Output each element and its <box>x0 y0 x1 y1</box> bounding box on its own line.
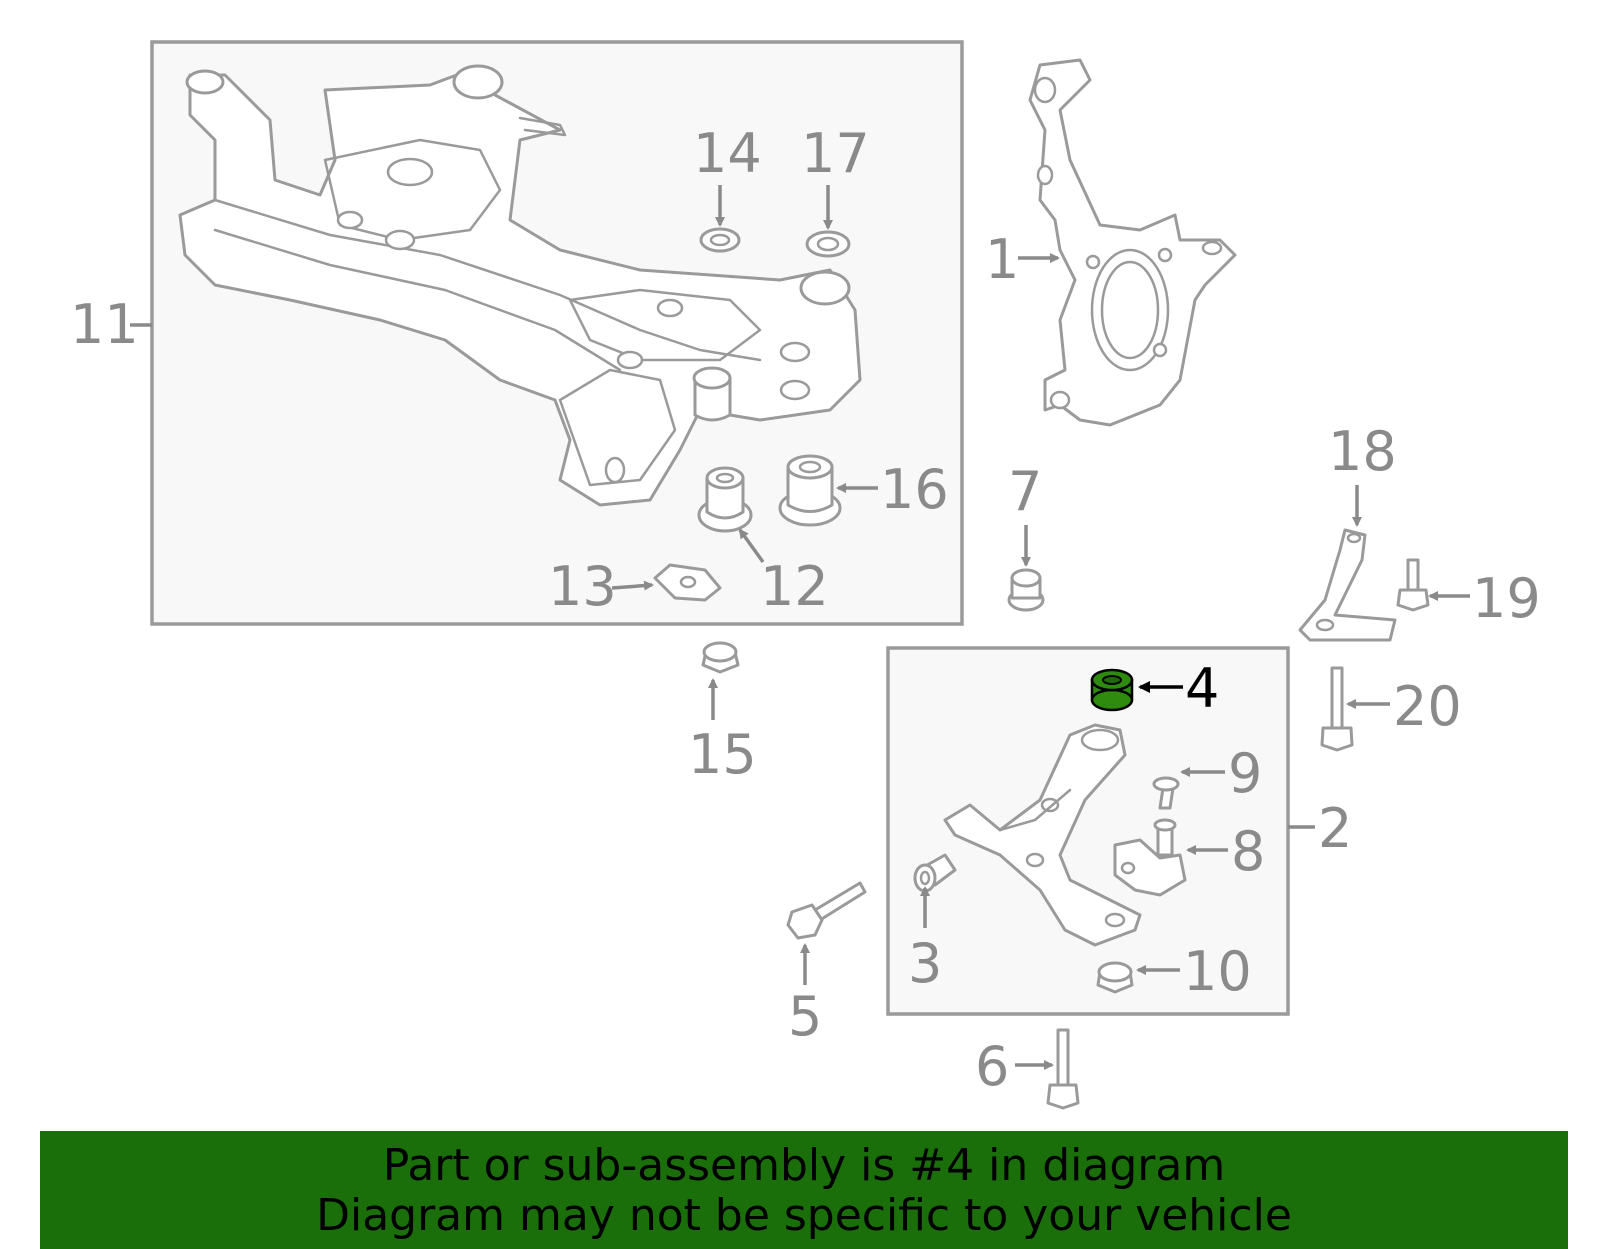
callout-12: 12 <box>760 555 829 618</box>
banner-line-part-number: Part or sub-assembly is #4 in diagram <box>382 1140 1226 1191</box>
banner-line-disclaimer: Diagram may not be specific to your vehi… <box>316 1190 1292 1241</box>
callout-4: 4 <box>1185 657 1219 720</box>
bolt-5-part <box>786 881 867 940</box>
callout-7: 7 <box>1008 460 1042 523</box>
info-banner: Part or sub-assembly is #4 in diagram Di… <box>40 1131 1568 1249</box>
callout-19: 19 <box>1472 567 1541 630</box>
callout-6: 6 <box>975 1035 1009 1098</box>
leader-12 <box>738 528 765 564</box>
callout-18: 18 <box>1328 420 1397 483</box>
bolt-19-part <box>1396 558 1430 612</box>
crossmember-subframe-part <box>178 64 862 507</box>
bushing-3-part <box>913 853 957 893</box>
steering-knuckle-1-part <box>1028 58 1237 427</box>
callout-1: 1 <box>985 228 1019 291</box>
washer-17-part <box>805 230 851 258</box>
nut-15-part <box>701 641 740 674</box>
bracket-18-part <box>1298 528 1397 642</box>
callout-13: 13 <box>548 555 617 618</box>
callout-5: 5 <box>788 985 822 1048</box>
callout-10: 10 <box>1183 940 1252 1003</box>
bushing-16-part <box>778 454 842 527</box>
pin-9-part <box>1152 776 1180 810</box>
callout-17: 17 <box>801 122 870 185</box>
callout-2: 2 <box>1318 797 1352 860</box>
callout-20: 20 <box>1393 675 1462 738</box>
bushing-4-part-highlighted <box>1090 668 1134 712</box>
callout-15: 15 <box>688 723 757 786</box>
bushing-12-part <box>697 466 753 533</box>
callout-3: 3 <box>908 932 942 995</box>
leader-13 <box>611 580 654 591</box>
callout-16: 16 <box>880 458 949 521</box>
nut-10-part <box>1096 961 1134 994</box>
plate-13-part <box>653 563 722 602</box>
callout-11: 11 <box>70 293 139 356</box>
bolt-20-part <box>1320 666 1354 752</box>
callout-9: 9 <box>1228 742 1262 805</box>
callout-labels: 11 14 17 16 12 13 15 1 7 18 19 20 4 9 8 … <box>70 122 1541 1098</box>
lower-control-arm-2-part <box>943 723 1142 947</box>
bolt-6-part <box>1046 1028 1080 1110</box>
callout-14: 14 <box>693 122 762 185</box>
bushing-7-part <box>1007 568 1045 612</box>
washer-14-part <box>699 227 741 253</box>
ball-joint-8-part <box>1113 818 1187 897</box>
callout-8: 8 <box>1231 820 1265 883</box>
leader-lines <box>130 185 1470 1070</box>
